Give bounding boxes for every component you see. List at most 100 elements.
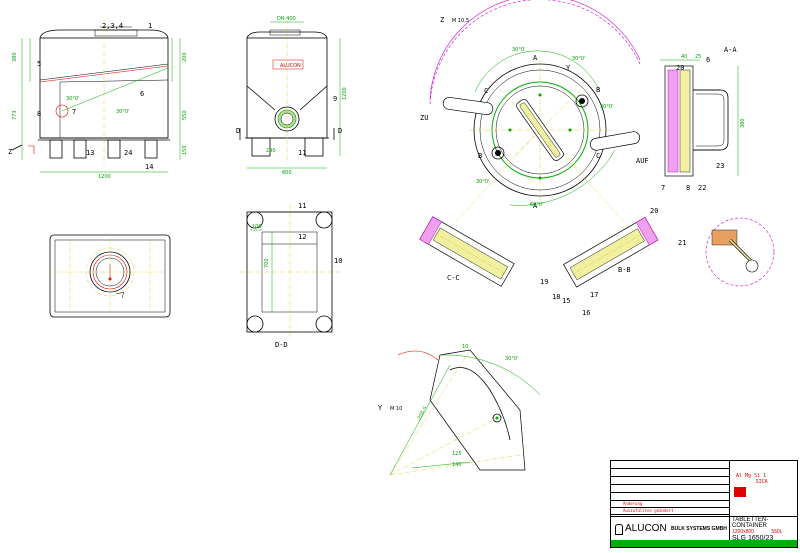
dim-side-right: 1200 [342,87,348,100]
label-part-5: 5 [37,60,41,68]
label-section-a-bottom: A [533,202,538,210]
detail-y-view: Y M 10 30°0' 10 125 140 200,5 [378,344,541,476]
label-section-a-top: A [533,54,538,62]
company-subtitle: BULK SYSTEMS GMBH [671,526,727,532]
dim-aa-top2: 25 [695,54,701,60]
drawing-number: SLG 1650/23 [732,535,774,542]
angle-z-2: 30°0' [572,56,585,62]
dim-front-left1: 380 [12,52,18,62]
label-section-bb: B-B [618,266,631,274]
company-block: ALUCON BULK SYSTEMS GMBH [611,516,729,541]
label-bb-part-15: 15 [562,297,570,305]
label-section-c-top: C [484,87,488,95]
label-aa-part-7: 7 [661,184,665,192]
label-aa-part-20: 20 [676,64,684,72]
row-change: Änderung [611,501,729,508]
drawing-volume: 550L [771,529,783,535]
label-section-b-right: B [596,86,600,94]
label-dd-part-10: 10 [334,257,342,265]
brand-text: SICA [755,479,768,485]
angle-z-4: 30°0' [476,179,489,185]
label-bb-part-16: 16 [582,309,590,317]
label-view-z: Z [440,16,444,24]
label-side-part-9: 9 [333,95,337,103]
label-part-14: 14 [145,163,153,171]
angle-z-1: 30°0' [512,47,525,53]
title-block: Änderung Auszufülltes geändert Al Mg Si … [610,460,798,548]
angle-front-right: 30°0' [116,109,129,115]
title-block-footer [611,540,797,547]
label-bb-part-19: 19 [540,278,548,286]
dim-side-top: DN 400 [277,16,296,22]
dim-front-right2: 550 [182,110,188,120]
angle-detail-y: 30°0' [505,356,518,362]
label-zu: ZU [420,114,428,122]
section-cc-view [419,216,515,287]
label-bb-part-18: 18 [552,293,560,301]
title-block-side: Al Mg Si 1 SICA [729,461,798,516]
dim-aa-top1: 40 [681,54,687,60]
company-logo-icon [615,524,623,535]
brand-logo [734,487,746,497]
label-section-c-bottom: C [596,152,600,160]
dim-front-right1: 200 [182,52,188,62]
label-section-d-left: D [236,127,240,135]
label-bb-part-20: 20 [650,207,658,215]
label-view-z-arrow: Z [8,148,12,156]
side-brand-label: ALUCON [280,63,301,69]
label-part-24: 24 [124,149,132,157]
row-revision: Auszufülltes geändert [611,508,729,515]
dim-detail-y-4: 200,5 [417,406,429,421]
section-aa-view: A-A 40 25 380 20 6 23 7 8 22 [660,46,746,192]
top-view [49,234,171,318]
section-bb-view [563,217,659,288]
angle-z-5: 60°0' [530,202,543,208]
label-section-b-left: B [478,152,482,160]
label-part-7: 7 [72,108,76,116]
dim-front-bottom: 1200 [98,174,111,180]
bolt-detail [705,217,775,287]
drawing-dimensions: 1200x800 [732,529,754,535]
company-name: ALUCON [625,523,667,534]
label-side-part-11: 11 [298,149,306,157]
front-view: 380 773 200 550 150 1200 30°0' 30°0' 2,3… [12,20,188,180]
label-section-aa: A-A [724,46,737,54]
dim-side-left: 290 [266,148,276,154]
label-dd-part-12: 12 [298,233,306,241]
drawing-title-block: TABLETTEN-CONTAINER 1200x800 550L SLG 16… [729,516,798,542]
label-bb-part-17: 17 [590,291,598,299]
dim-front-left2: 773 [12,110,18,120]
label-view-z-scale: M 10,5 [452,18,469,24]
label-aa-part-6: 6 [706,56,710,64]
label-aa-part-22: 22 [698,184,706,192]
dim-detail-y-3: 140 [452,462,462,468]
dim-dd-a: 100 [252,224,262,230]
dim-side-bottom: 800 [282,170,292,176]
label-section-d-right: D [338,127,342,135]
label-dd-part-11: 11 [298,202,306,210]
angle-z-3: 30°0' [600,104,613,110]
label-detail-y: Y [566,64,571,72]
material-label: Al Mg Si 1 [736,473,767,479]
label-part-6: 6 [140,90,144,98]
label-section-dd: D-D [275,341,288,349]
label-auf: AUF [636,157,649,165]
dim-front-right3: 150 [182,145,188,155]
section-dd-view: 100 700 11 12 10 D-D [240,202,342,349]
side-view: ALUCON DN 400 1200 290 800 9 11 D D [236,16,348,176]
label-detail-y-view: Y [378,404,383,412]
label-aa-part-23: 23 [716,162,724,170]
angle-front-left: 30°0' [66,96,79,102]
label-aa-part-8: 8 [686,184,690,192]
dim-dd-b: 700 [264,258,270,268]
label-part-8: 8 [37,110,41,118]
label-part-1: 1 [148,22,152,30]
dim-detail-y-2: 125 [452,451,462,457]
dim-aa-side: 380 [740,118,746,128]
drawing-title: TABLETTEN-CONTAINER [732,517,769,529]
valve-view-z: Z M 10,5 ZU AUF A A C C B B Y [420,0,651,251]
title-block-rows: Änderung Auszufülltes geändert [611,461,729,516]
dim-detail-y-1: 10 [462,344,468,350]
